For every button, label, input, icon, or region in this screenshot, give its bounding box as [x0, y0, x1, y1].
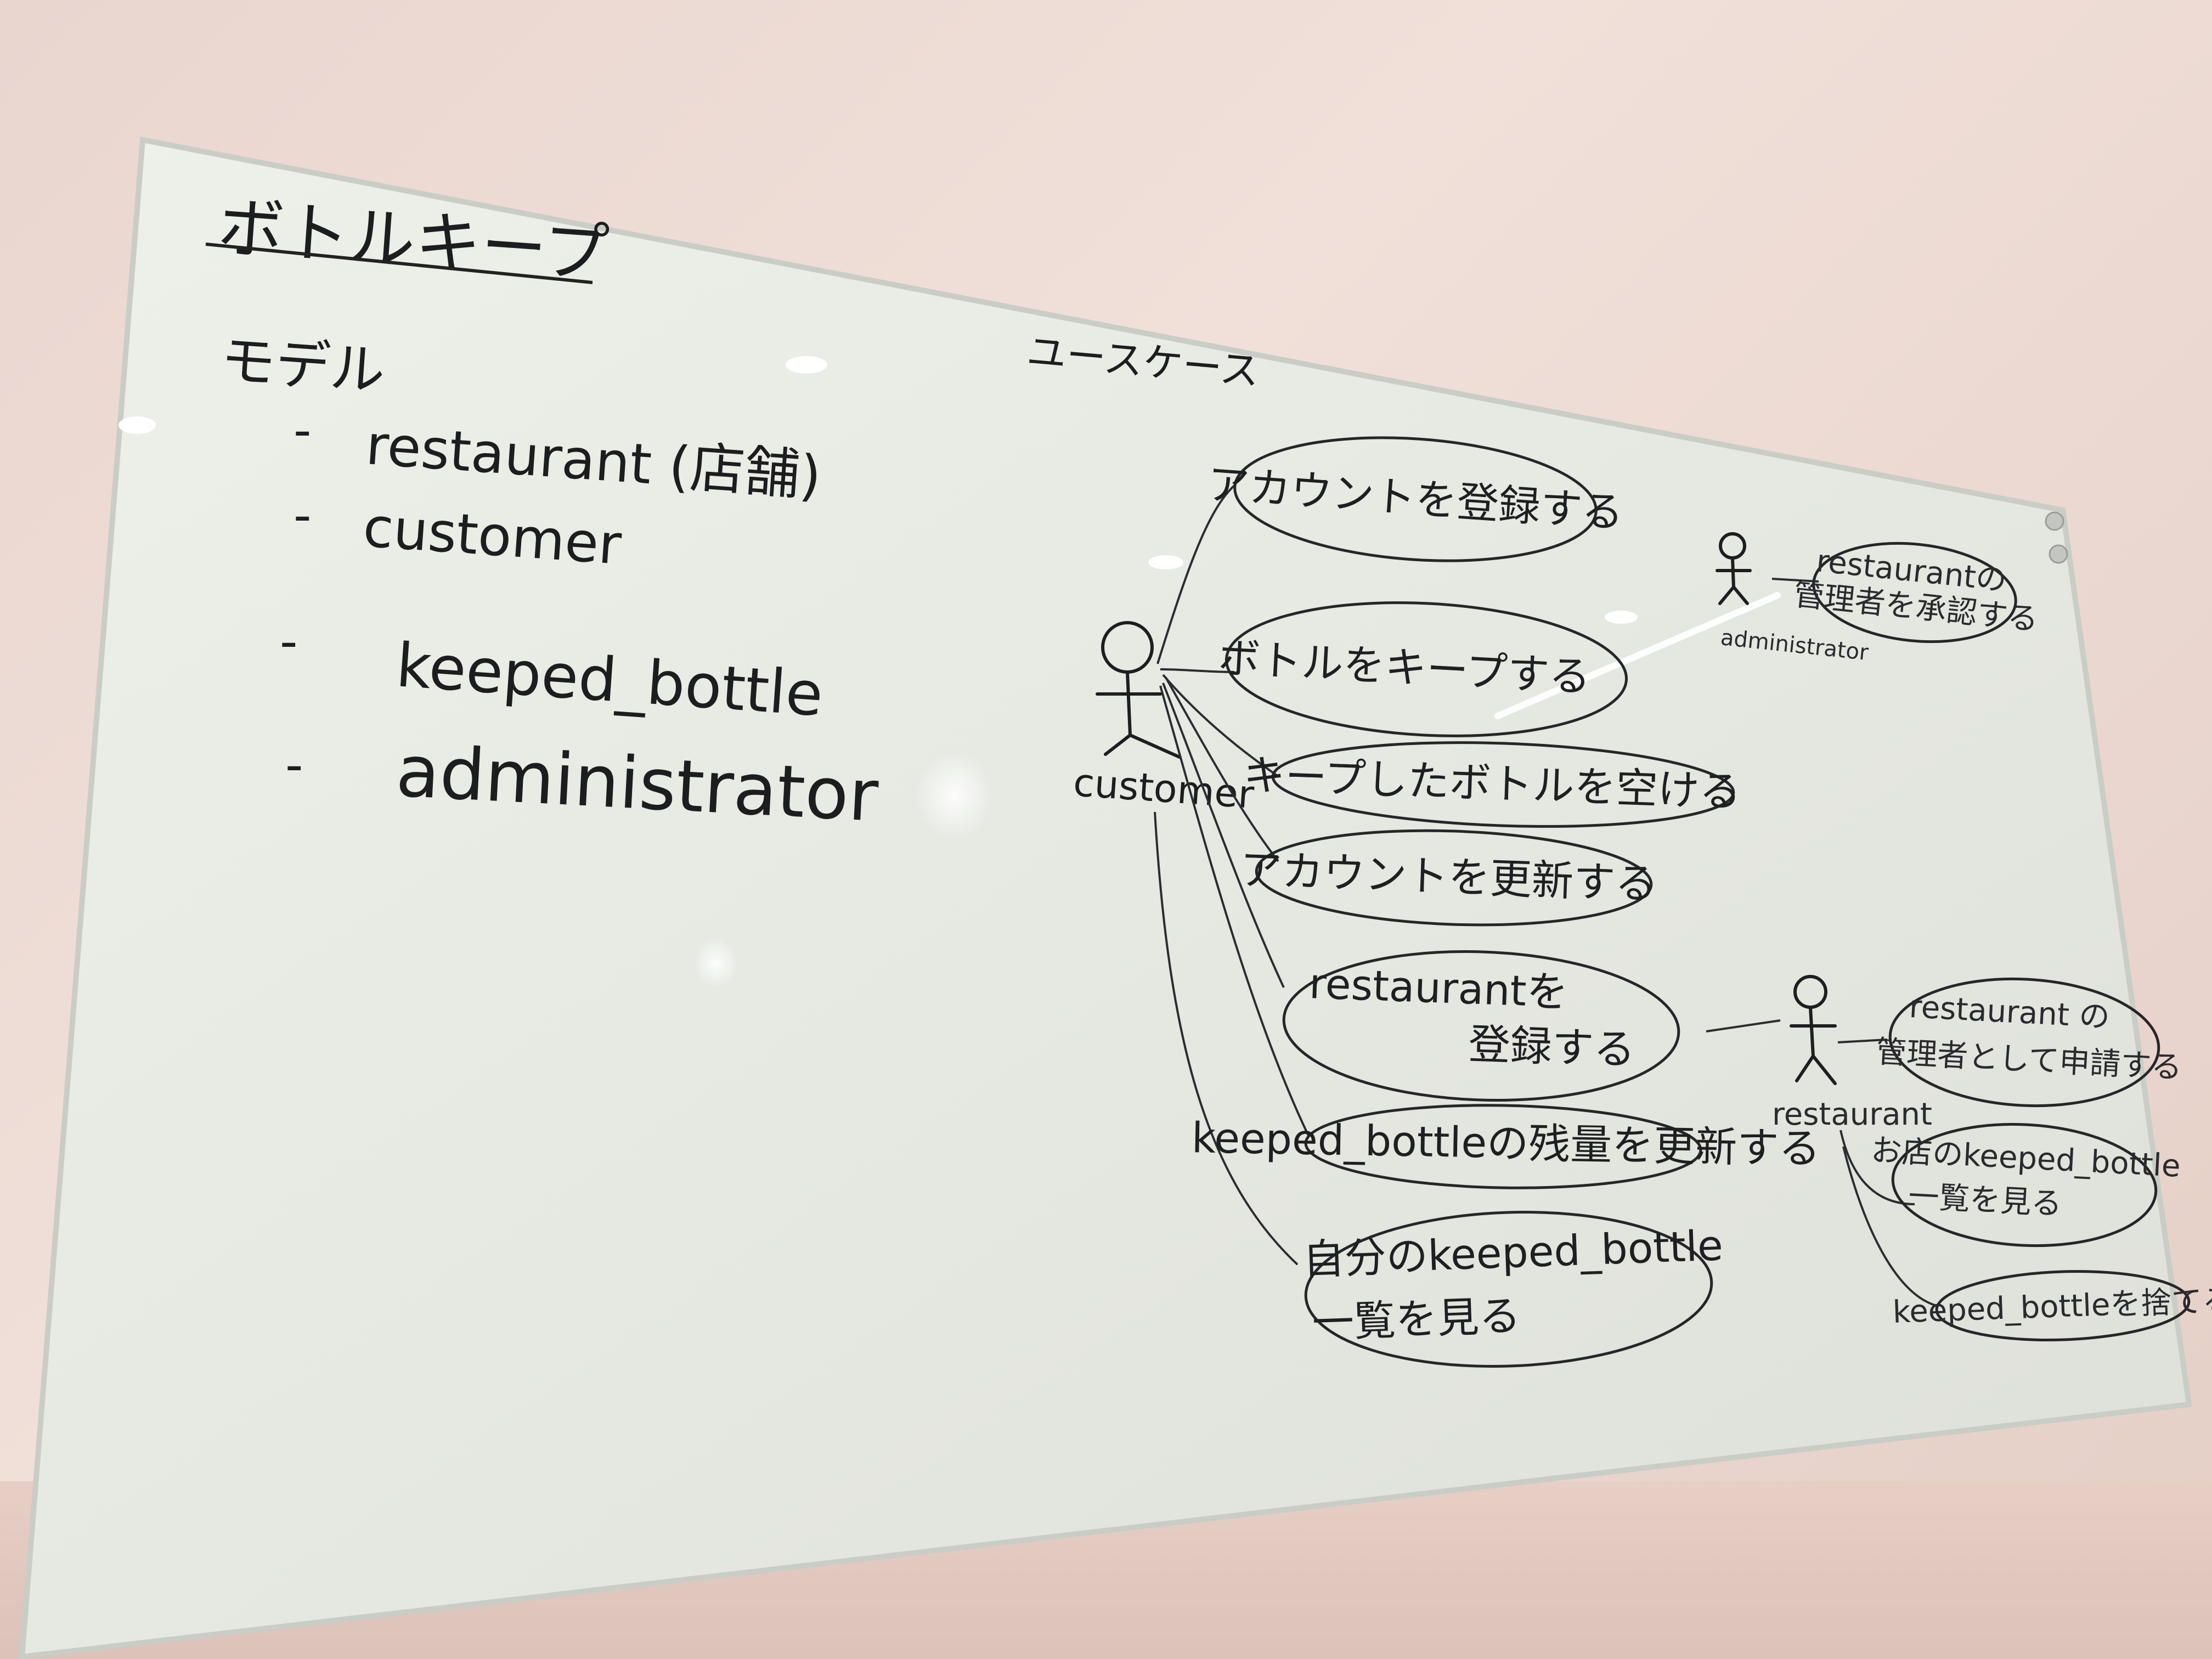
- usecase-ellipse: [1255, 829, 1653, 927]
- connector-line: [1837, 1039, 1888, 1043]
- model-bullet: -: [285, 736, 303, 794]
- customer-actor-body: [1126, 670, 1132, 737]
- light-reflection: [786, 356, 827, 374]
- connector-line: [1165, 677, 1279, 862]
- restaurant-actor-label: restaurant: [1772, 1097, 1932, 1132]
- usecase-label: keeped_bottleの残量を更新する: [1191, 1113, 1821, 1173]
- usecase-ellipse: [1888, 977, 2160, 1108]
- restaurant-actor-leg: [1795, 1054, 1815, 1082]
- usecase-label-line2: 一覧を見る: [1311, 1291, 1521, 1347]
- connector-line: [1839, 1130, 1915, 1205]
- usecase-label: restaurantを: [1308, 959, 1569, 1017]
- model-bullet: -: [294, 402, 311, 459]
- light-streak: [1494, 592, 1781, 719]
- light-reflection: [1148, 555, 1183, 569]
- light-reflection: [694, 938, 738, 988]
- mount-screw: [2045, 511, 2064, 531]
- customer-actor-leg: [1128, 733, 1181, 759]
- restaurant-actor-leg: [1812, 1054, 1837, 1085]
- administrator-actor-leg: [1732, 585, 1749, 605]
- usecase-update-bottle-remaining: keeped_bottleの残量を更新する: [1191, 1104, 1821, 1189]
- title-underline: [205, 242, 593, 284]
- usecase-ellipse: [1304, 1210, 1713, 1368]
- usecase-register-restaurant: restaurantを 登録する: [1282, 950, 1680, 1102]
- usecase-ellipse: [1891, 1122, 2158, 1248]
- model-heading: モデル: [218, 328, 387, 403]
- administrator-connector: [1771, 578, 1819, 583]
- connector-line: [1159, 685, 1310, 1136]
- model-bullet: -: [294, 487, 311, 544]
- connector-line: [1160, 668, 1235, 673]
- usecase-ellipse: [1233, 436, 1598, 562]
- connector-line: [1162, 682, 1285, 988]
- connector-line: [1156, 484, 1235, 664]
- administrator-actor-leg: [1718, 585, 1735, 605]
- customer-actor-leg: [1104, 733, 1132, 756]
- restaurant-connectors: [1837, 1039, 1937, 1307]
- usecase-ellipse: [1282, 950, 1680, 1102]
- usecase-label-line2: 登録する: [1468, 1019, 1636, 1074]
- connector-line: [1842, 1146, 1937, 1307]
- administrator-actor: [1716, 532, 1752, 605]
- usecase-ellipse: [1935, 1270, 2191, 1341]
- light-reflection: [1605, 611, 1638, 624]
- usecase-ellipse: [1812, 541, 2017, 644]
- restaurant-actor: [1790, 975, 1837, 1085]
- restaurant-to-customer-line: [1706, 1019, 1781, 1032]
- usecase-ellipse: [1224, 601, 1628, 737]
- light-reflection: [119, 416, 156, 434]
- customer-connectors: [1154, 484, 1310, 1266]
- model-bullet: -: [280, 613, 297, 670]
- mount-screw: [2049, 544, 2068, 564]
- usecase-ellipse: [1304, 1104, 1702, 1189]
- connector-line: [1162, 674, 1279, 777]
- whiteboard-surface: [19, 137, 2192, 1659]
- light-reflection: [916, 752, 993, 839]
- restaurant-actor-body: [1809, 1006, 1815, 1058]
- connector-line: [1154, 811, 1299, 1266]
- customer-actor: [1096, 621, 1181, 759]
- usecase-label-line2: 一覧を見る: [1908, 1178, 2063, 1222]
- usecase-ellipse: [1271, 741, 1735, 828]
- administrator-actor-body: [1731, 556, 1735, 589]
